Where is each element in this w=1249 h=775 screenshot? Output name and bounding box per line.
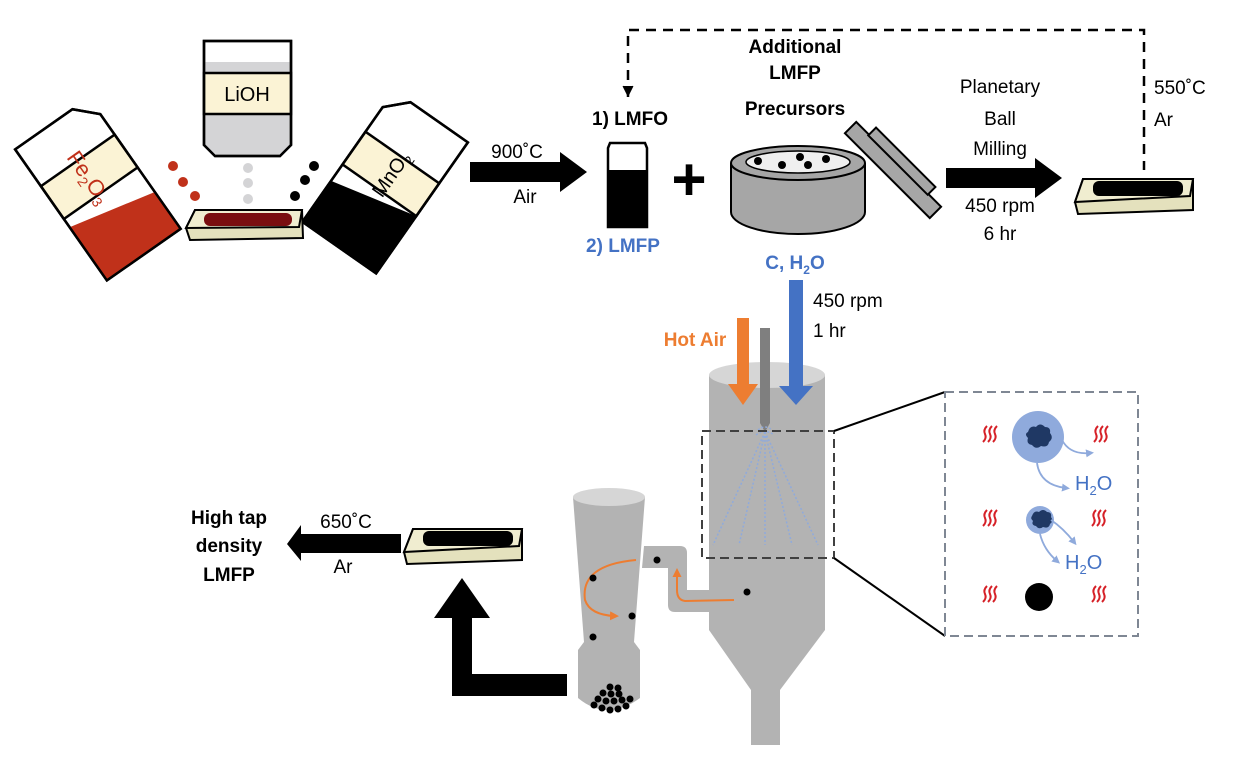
dried-particle (1025, 583, 1053, 611)
collection-arrow (434, 578, 567, 696)
final-temperature: 650˚C (320, 512, 372, 533)
water-label-2: H2O (1065, 552, 1102, 577)
svg-text:Milling: Milling (973, 139, 1027, 160)
precursor-tray (184, 209, 305, 242)
ball-mill-lid (843, 120, 943, 220)
svg-text:Precursors: Precursors (745, 99, 845, 120)
droplet-drying (1026, 506, 1054, 534)
svg-text:LMFP: LMFP (203, 565, 255, 586)
water-label-1: H2O (1075, 473, 1112, 498)
spray-speed: 450 rpm (813, 291, 883, 312)
svg-text:450 rpm: 450 rpm (965, 196, 1035, 217)
zoom-connector-top (833, 391, 946, 432)
droplet-wet (1012, 411, 1064, 463)
milling-arrow (946, 158, 1062, 198)
final-atmosphere: Ar (334, 557, 354, 578)
svg-text:LMFP: LMFP (769, 63, 821, 84)
intermediate-vial (606, 141, 649, 229)
recycle-dashed-line (626, 28, 1146, 170)
pour-dots-lioh (243, 163, 253, 204)
final-anneal-arrow (287, 525, 401, 561)
cyclone-flow (583, 559, 735, 621)
final-product-label: High tap density LMFP (191, 508, 267, 586)
lioh-label: LiOH (224, 84, 270, 106)
mno2-bag: MnO2 (300, 100, 470, 276)
ball-mill-title: Additional LMFP Precursors (745, 37, 845, 120)
step3-temperature: 550˚C (1154, 78, 1206, 99)
svg-text:Ball: Ball (984, 109, 1016, 130)
collected-powder (590, 683, 634, 714)
step1-temperature: 900˚C (491, 142, 543, 163)
svg-text:High tap: High tap (191, 508, 267, 529)
annealing-tray-550 (1073, 178, 1195, 216)
step3-atmosphere: Ar (1154, 110, 1174, 131)
zoom-connector-bottom (833, 557, 946, 637)
spray-nozzle (760, 328, 770, 423)
step1-atmosphere: Air (513, 187, 537, 208)
fe2o3-bag: Fe2O3 (13, 107, 183, 283)
cyclone-particles (589, 556, 751, 641)
precursor-mixture (204, 213, 292, 226)
lmfo-label: 1) LMFO (592, 109, 668, 130)
additives-label: C, H2O (765, 253, 824, 277)
milling-balls (754, 153, 830, 169)
svg-text:6 hr: 6 hr (984, 224, 1017, 245)
heat-icons (982, 425, 1109, 603)
cyclone-separator (573, 488, 709, 710)
lioh-bottle: LiOH (202, 39, 293, 158)
pour-dots-fe2o3 (168, 161, 200, 201)
recycle-arrowhead (622, 85, 634, 98)
zoom-region (701, 430, 835, 559)
evaporation-arrows (1036, 439, 1094, 564)
milling-conditions: Planetary Ball Milling 450 rpm 6 hr (960, 77, 1041, 245)
feed-arrow (779, 280, 813, 405)
lmfp-label: 2) LMFP (586, 236, 660, 257)
spray-time: 1 hr (813, 321, 846, 342)
svg-text:density: density (196, 536, 263, 557)
svg-text:Additional: Additional (749, 37, 842, 58)
annealing-tray-650 (402, 528, 524, 566)
hot-air-arrow (728, 318, 758, 405)
plus-sign: + (671, 146, 706, 213)
ball-mill-jar (730, 145, 866, 235)
svg-text:Planetary: Planetary (960, 77, 1041, 98)
hot-air-label: Hot Air (664, 330, 727, 351)
calcination-arrow (470, 152, 587, 192)
pour-dots-mno2 (290, 161, 319, 201)
